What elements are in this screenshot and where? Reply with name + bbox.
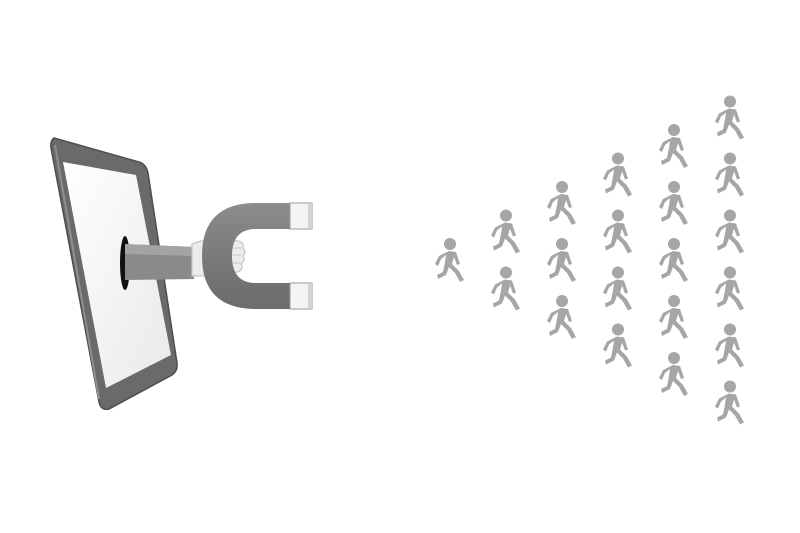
running-person-icon (715, 380, 744, 425)
magnet-icon (202, 202, 313, 310)
running-person-icon (659, 352, 688, 396)
running-person-icon (715, 323, 744, 368)
running-person-icon (603, 266, 632, 311)
running-person-icon (659, 295, 688, 339)
running-person-icon (715, 152, 744, 197)
running-person-icon (547, 238, 576, 282)
running-person-icon (659, 124, 688, 168)
running-person-icon (603, 152, 632, 197)
running-person-icon (715, 95, 744, 140)
running-person-icon (715, 266, 744, 311)
running-person-icon (491, 209, 520, 254)
tablet-icon (50, 137, 178, 411)
running-person-icon (603, 209, 632, 254)
running-person-icon (603, 323, 632, 368)
sleeve-icon (125, 244, 194, 280)
running-crowd (435, 95, 744, 425)
running-person-icon (659, 181, 688, 225)
running-person-icon (659, 238, 688, 282)
running-person-icon (715, 209, 744, 254)
running-person-icon (547, 295, 576, 339)
running-person-icon (547, 181, 576, 225)
running-person-icon (435, 238, 464, 282)
running-person-icon (491, 266, 520, 311)
